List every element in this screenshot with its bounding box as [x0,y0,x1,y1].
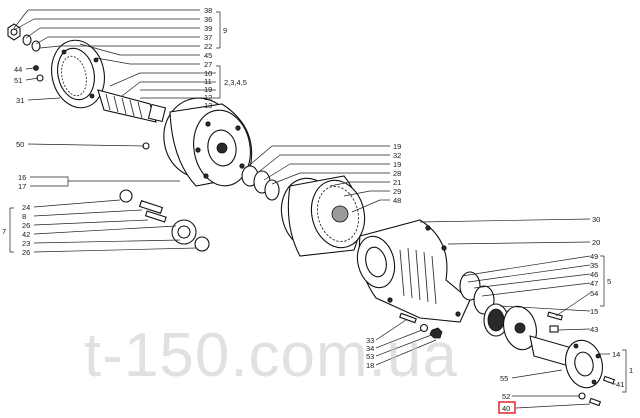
ring-37 [31,40,41,52]
label-15: 15 [590,307,598,316]
callout-labels: 38 36 39 37 22 45 27 10 11 19 12 13 9 2,… [2,6,633,414]
ring-gear-drum [280,175,366,257]
label-13: 13 [204,101,212,110]
label-43: 43 [590,325,598,334]
label-16: 16 [18,173,26,182]
bolt-40 [588,397,602,407]
group-label-2345: 2,3,4,5 [224,78,247,87]
pins-8-26 [138,200,167,223]
label-55: 55 [500,374,508,383]
label-18: 18 [366,361,374,370]
label-31: 31 [16,96,24,105]
label-8: 8 [22,212,26,221]
label-39: 39 [204,24,212,33]
label-54: 54 [590,289,598,298]
label-19c: 19 [393,160,401,169]
carrier-housing [163,97,253,187]
label-50: 50 [16,140,24,149]
leader-lines [9,9,627,409]
watermark: t-150.com.ua [84,321,458,390]
label-21: 21 [393,178,401,187]
label-24: 24 [22,203,30,212]
label-51: 51 [14,76,22,85]
label-42: 42 [22,230,30,239]
label-44: 44 [14,65,22,74]
label-48: 48 [393,196,401,205]
bolt-43 [549,325,559,333]
label-41: 41 [616,380,624,389]
label-35: 35 [590,261,598,270]
bolt-54 [547,311,563,321]
label-10: 10 [204,69,212,78]
bolt-44 [33,65,39,71]
label-38: 38 [204,6,212,15]
label-33: 33 [366,336,374,345]
label-17: 17 [18,182,26,191]
label-36: 36 [204,15,212,24]
label-19a: 19 [204,85,212,94]
label-32: 32 [393,151,401,160]
flange-disc [51,39,105,109]
bolts-33-34 [399,312,443,339]
label-28: 28 [393,169,401,178]
washer-36 [22,34,32,46]
parts-drawing [7,23,616,407]
bolt-41 [602,375,616,385]
planet-gear [171,219,197,245]
label-11: 11 [204,77,212,86]
label-30: 30 [592,215,600,224]
highlight-box-40 [498,401,516,414]
nut-38 [7,23,21,41]
label-49: 49 [590,252,598,261]
label-26b: 26 [22,248,30,257]
label-22: 22 [204,42,212,51]
label-14: 14 [612,350,620,359]
group-label-7: 7 [2,227,6,236]
label-27: 27 [204,60,212,69]
splined-shaft [97,89,167,123]
label-47: 47 [590,279,598,288]
label-19b: 19 [393,142,401,151]
label-34: 34 [366,344,374,353]
group-label-1: 1 [629,366,633,375]
output-flange [503,305,603,389]
label-52: 52 [502,392,510,401]
label-29: 29 [393,187,401,196]
label-26a: 26 [22,221,30,230]
central-housing [356,219,471,323]
label-23: 23 [22,239,30,248]
washer-26b [194,236,210,252]
label-45: 45 [204,51,212,60]
ring-28 [264,179,280,201]
label-37: 37 [204,33,212,42]
label-20: 20 [592,238,600,247]
label-46: 46 [590,270,598,279]
washer-24 [119,189,133,203]
label-53: 53 [366,352,374,361]
seal-ring-d [487,308,505,332]
group-label-9: 9 [223,26,227,35]
group-label-5: 5 [607,277,611,286]
label-40: 40 [502,404,510,413]
label-12: 12 [204,93,212,102]
